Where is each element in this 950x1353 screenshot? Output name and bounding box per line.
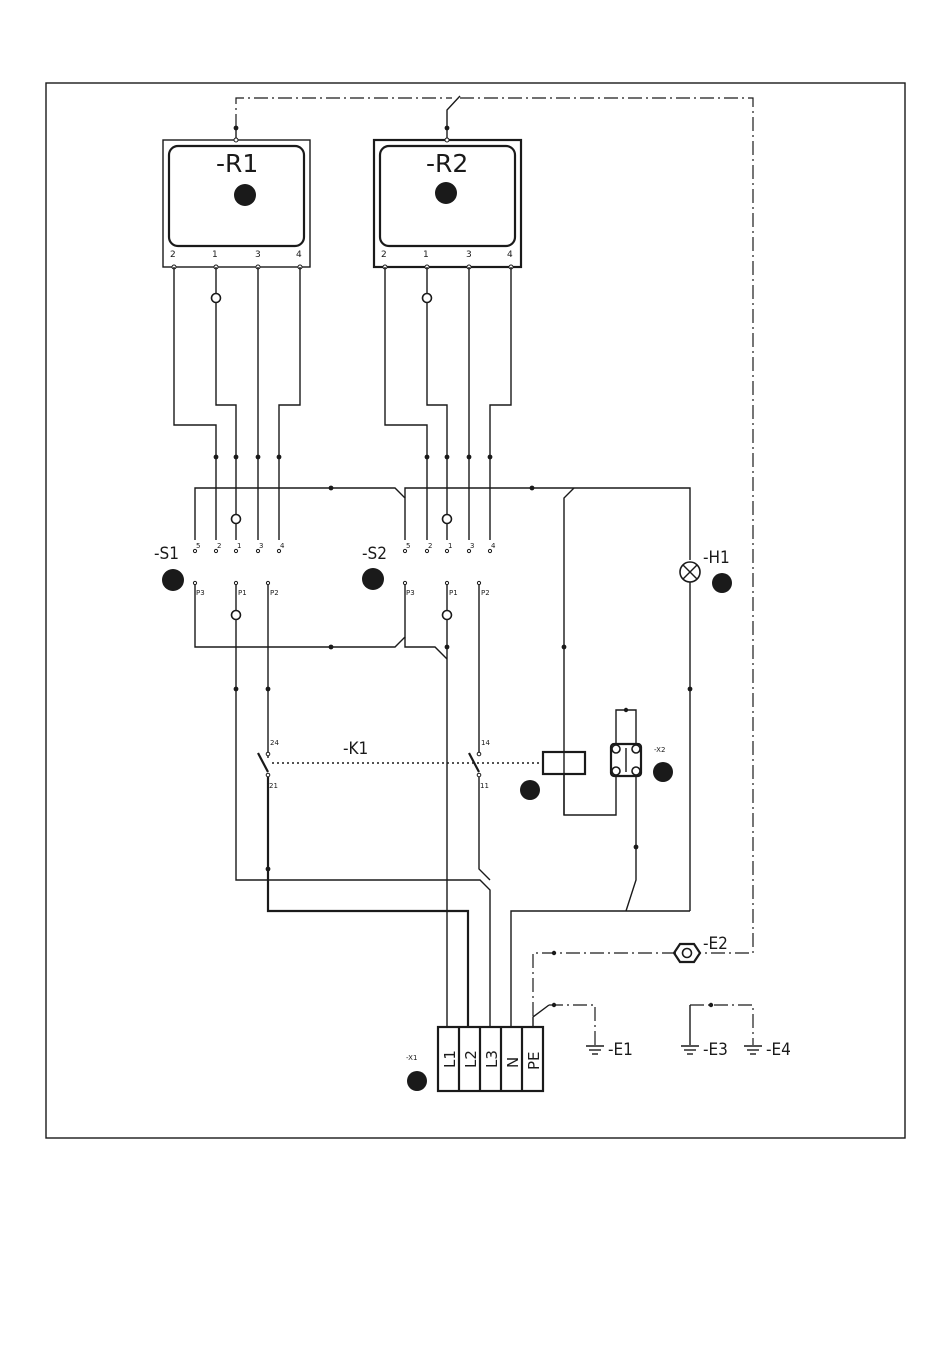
svg-text:PE: PE: [525, 1051, 543, 1070]
r2-label: -R2: [426, 149, 468, 178]
bonding-line: [236, 96, 753, 1045]
svg-text:N: N: [504, 1057, 522, 1068]
svg-text:L1: L1: [441, 1050, 459, 1068]
thermostat-x2: -X2: [511, 708, 690, 1027]
svg-text:5: 5: [196, 542, 200, 550]
contactor-k1: -K1 24 21 14 11: [258, 739, 585, 1027]
svg-text:P2: P2: [481, 589, 490, 597]
upper-bus: [195, 486, 690, 815]
svg-text:3: 3: [259, 542, 263, 550]
wires-r2: [385, 267, 511, 540]
svg-text:2: 2: [217, 542, 221, 550]
svg-text:P2: P2: [270, 589, 279, 597]
svg-text:4: 4: [280, 542, 285, 550]
diagram-frame: [46, 83, 905, 1138]
r2-terminal: 1: [423, 250, 429, 260]
x1-marker: [407, 1071, 427, 1091]
r1-marker: [234, 184, 256, 206]
svg-text:5: 5: [406, 542, 410, 550]
svg-text:1: 1: [237, 542, 241, 550]
r1-terminal: 3: [255, 250, 261, 260]
r2-terminal: 3: [466, 250, 472, 260]
switch-s2: -S2 5 2 1 3 4 P3 P1 P2: [362, 542, 496, 597]
svg-text:4: 4: [491, 542, 496, 550]
svg-text:2: 2: [428, 542, 432, 550]
earth-e4: -E4: [744, 1040, 791, 1060]
r1-label: -R1: [216, 149, 258, 178]
r1-terminal: 2: [170, 250, 176, 260]
e4-label: -E4: [766, 1040, 791, 1060]
s1-label: -S1: [154, 544, 179, 564]
k1-label: -K1: [343, 739, 368, 759]
x2-label: -X2: [654, 746, 665, 754]
svg-text:21: 21: [269, 782, 278, 790]
h1-label: -H1: [703, 548, 730, 568]
svg-text:P1: P1: [449, 589, 458, 597]
k1-marker: [520, 780, 540, 800]
svg-text:1: 1: [448, 542, 452, 550]
x2-marker: [653, 762, 673, 782]
svg-text:3: 3: [470, 542, 474, 550]
s1-marker: [162, 569, 184, 591]
e1-label: -E1: [608, 1040, 633, 1060]
x1-label: -X1: [406, 1054, 417, 1062]
r2-marker: [435, 182, 457, 204]
svg-text:P3: P3: [406, 589, 415, 597]
h1-marker: [712, 573, 732, 593]
e2-label: -E2: [703, 934, 728, 954]
svg-text:11: 11: [480, 782, 489, 790]
r2-terminal: 2: [381, 250, 387, 260]
earth-e1: -E1: [552, 1003, 633, 1060]
earth-e2: -E2: [552, 934, 728, 962]
s2-label: -S2: [362, 544, 387, 564]
r1-terminal: 1: [212, 250, 218, 260]
svg-text:P3: P3: [196, 589, 205, 597]
e3-label: -E3: [703, 1040, 728, 1060]
svg-text:24: 24: [270, 739, 279, 747]
s2-marker: [362, 568, 384, 590]
heater-r1: -R1 2 1 3 4: [163, 126, 310, 269]
wires-r1: [174, 267, 300, 540]
r2-terminal: 4: [507, 250, 513, 260]
svg-text:L3: L3: [483, 1050, 501, 1068]
earth-e3: -E3: [681, 1003, 728, 1060]
heater-r2: -R2 2 1 3 4: [374, 126, 521, 269]
switch-s1: -S1 5 2 1 3 4 P3 P1 P2: [154, 542, 285, 597]
r1-terminal: 4: [296, 250, 302, 260]
lamp-h1: -H1: [680, 548, 732, 911]
terminal-block-x1: L1 L2 L3 N PE -X1: [406, 1005, 549, 1091]
svg-text:14: 14: [481, 739, 490, 747]
svg-text:L2: L2: [462, 1050, 480, 1068]
svg-text:P1: P1: [238, 589, 247, 597]
